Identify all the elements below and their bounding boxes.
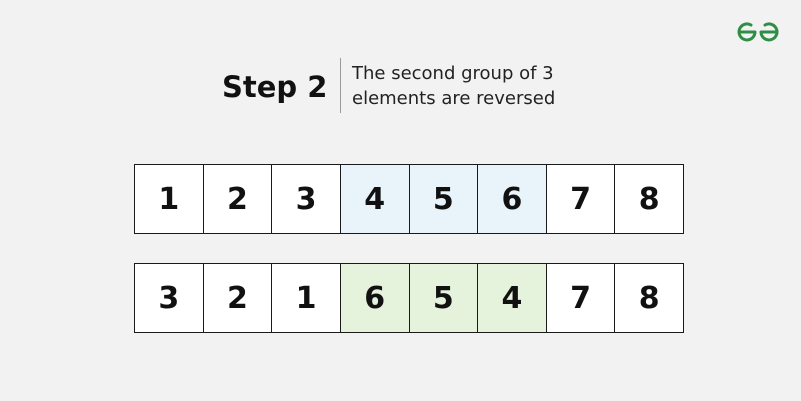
array-before-cell: 8	[614, 165, 683, 233]
array-before-cell: 2	[202, 165, 272, 233]
array-before-cell: 3	[271, 165, 340, 233]
array-after-cell: 1	[271, 264, 340, 332]
array-after-cell: 7	[545, 264, 615, 332]
array-before-cell: 5	[408, 165, 478, 233]
gfg-logo-icon	[737, 22, 779, 42]
array-after-cell: 6	[339, 264, 409, 332]
array-after-cell: 2	[202, 264, 272, 332]
array-after-cell: 4	[477, 264, 546, 332]
array-after-cell: 3	[135, 264, 203, 332]
step-title: Step 2	[222, 70, 328, 104]
array-before-cell: 6	[477, 165, 546, 233]
array-after: 3 2 1 6 5 4 7 8	[134, 263, 684, 333]
array-after-cell: 5	[408, 264, 478, 332]
step-description: The second group of 3 elements are rever…	[352, 61, 555, 111]
array-before-cell: 4	[339, 165, 409, 233]
description-line-2: elements are reversed	[352, 88, 556, 109]
title-divider	[340, 58, 341, 113]
array-after-cell: 8	[614, 264, 683, 332]
array-before: 1 2 3 4 5 6 7 8	[134, 164, 684, 234]
description-line-1: The second group of 3	[352, 63, 554, 84]
array-before-cell: 7	[545, 165, 615, 233]
array-before-cell: 1	[135, 165, 203, 233]
